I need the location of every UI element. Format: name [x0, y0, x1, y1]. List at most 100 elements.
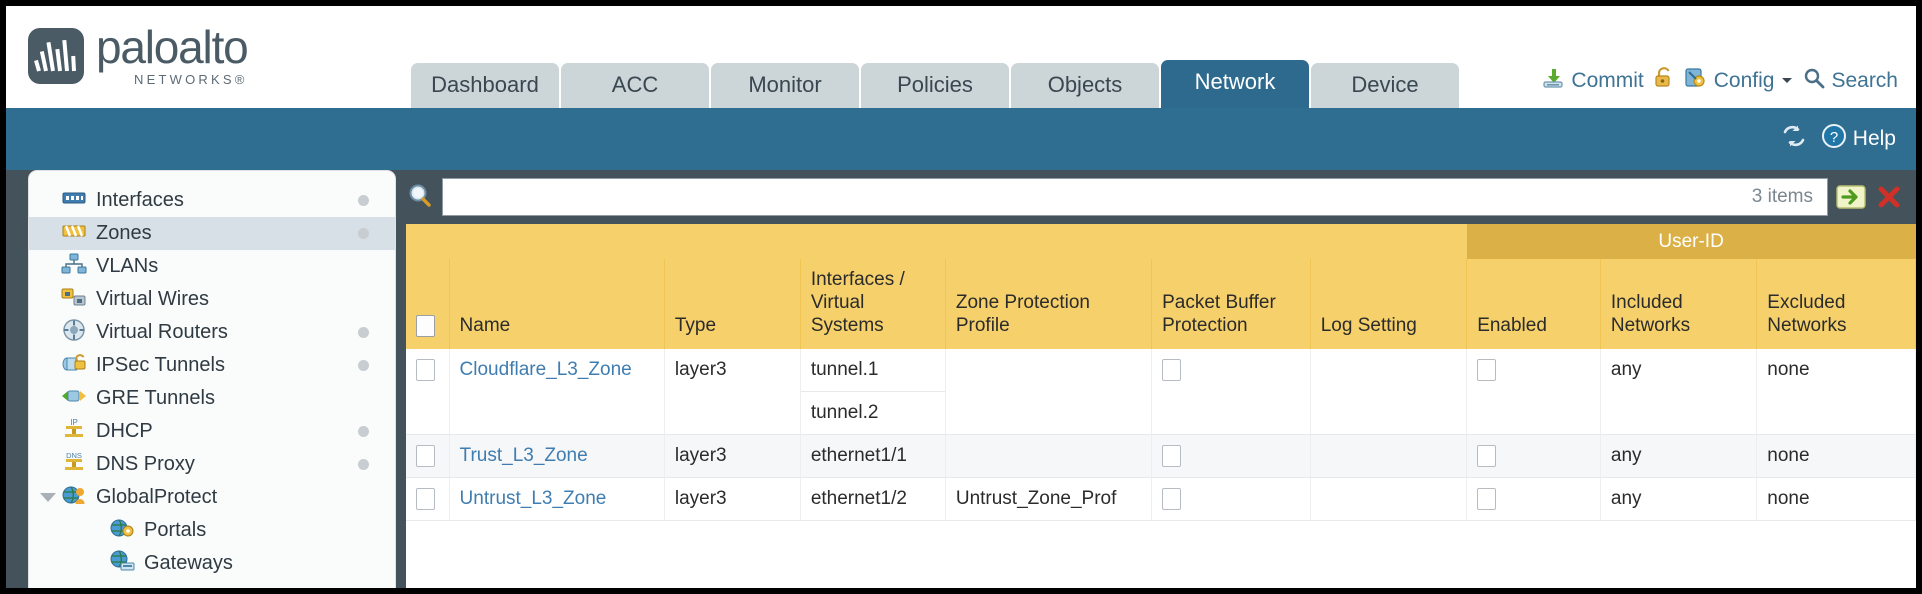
sidebar-item-zones[interactable]: Zones — [29, 217, 395, 250]
zone-name-link[interactable]: Cloudflare_L3_Zone — [459, 359, 632, 380]
row-select-checkbox[interactable] — [416, 487, 435, 510]
sidebar-item-portals[interactable]: Portals — [29, 514, 395, 547]
virtual-routers-icon — [61, 318, 87, 348]
sidebar-item-label: DNS Proxy — [96, 453, 195, 475]
user-id-enabled-checkbox[interactable] — [1477, 358, 1497, 381]
tab-objects[interactable]: Objects — [1011, 63, 1159, 108]
dhcp-icon: IP — [61, 417, 87, 447]
sidebar-item-gateways[interactable]: Gateways — [29, 547, 395, 580]
column-header-name[interactable]: Name — [449, 259, 665, 349]
help-button[interactable]: ? Help — [1821, 123, 1896, 155]
select-all-checkbox[interactable] — [416, 314, 435, 337]
search-button[interactable]: Search — [1803, 67, 1898, 95]
sidebar-item-status-dot — [358, 327, 369, 338]
sidebar-item-gre-tunnels[interactable]: GRE Tunnels — [29, 382, 395, 415]
column-header-type[interactable]: Type — [664, 259, 801, 349]
sidebar-item-label: VLANs — [96, 255, 159, 277]
zone-name-cell: Untrust_L3_Zone — [449, 477, 665, 521]
zone-protection-profile-cell — [945, 349, 1153, 435]
column-header-zone-protection-profile[interactable]: Zone Protection Profile — [945, 259, 1153, 349]
excluded-networks-cell: none — [1756, 477, 1916, 521]
packet-buffer-protection-cell — [1151, 434, 1311, 478]
user-id-enabled-checkbox[interactable] — [1477, 444, 1497, 467]
tab-policies[interactable]: Policies — [861, 63, 1009, 108]
expand-caret-icon[interactable] — [40, 493, 56, 502]
search-magnifier-icon — [1803, 67, 1825, 95]
sidebar-item-ipsec-tunnels[interactable]: IPSec Tunnels — [29, 349, 395, 382]
row-select-checkbox[interactable] — [416, 444, 435, 467]
clear-filter-button[interactable] — [1874, 182, 1904, 212]
user-id-enabled-cell — [1466, 477, 1601, 521]
sidebar-item-vlans[interactable]: VLANs — [29, 250, 395, 283]
column-header-enabled[interactable]: Enabled — [1466, 259, 1601, 349]
sidebar-item-globalprotect[interactable]: GlobalProtect — [29, 481, 395, 514]
log-setting-cell — [1310, 434, 1468, 478]
search-magnifier-icon[interactable] — [406, 182, 434, 213]
refresh-button[interactable] — [1781, 124, 1807, 154]
sidebar-item-status-dot — [358, 426, 369, 437]
lock-button[interactable] — [1653, 66, 1675, 96]
commit-download-icon — [1541, 66, 1565, 96]
column-header-included-networks[interactable]: Included Networks — [1600, 259, 1758, 349]
sidebar-item-label: Virtual Routers — [96, 321, 228, 343]
user-id-enabled-cell — [1466, 434, 1601, 478]
column-header-packet-buffer-protection[interactable]: Packet Buffer Protection — [1151, 259, 1311, 349]
zone-protection-profile-cell — [945, 434, 1153, 478]
zone-name-link[interactable]: Trust_L3_Zone — [459, 445, 588, 466]
sidebar-item-interfaces[interactable]: Interfaces — [29, 184, 395, 217]
gateways-icon — [109, 549, 135, 579]
excluded-networks-cell: none — [1756, 349, 1916, 435]
row-select-checkbox[interactable] — [416, 358, 435, 381]
row-select-cell — [406, 349, 450, 435]
sidebar-item-virtual-wires[interactable]: Virtual Wires — [29, 283, 395, 316]
row-select-cell — [406, 434, 450, 478]
select-all-header — [406, 259, 450, 349]
column-header-excluded-networks[interactable]: Excluded Networks — [1756, 259, 1916, 349]
tab-monitor[interactable]: Monitor — [711, 63, 859, 108]
group-header-row: User-ID — [406, 224, 1916, 259]
interface-entry: ethernet1/2 — [810, 488, 907, 509]
column-header-log-setting[interactable]: Log Setting — [1310, 259, 1468, 349]
packet-buffer-protection-checkbox[interactable] — [1162, 444, 1182, 467]
sidebar-item-label: Gateways — [144, 552, 233, 574]
tab-device[interactable]: Device — [1311, 63, 1459, 108]
included-networks-cell: any — [1600, 434, 1758, 478]
portals-icon — [109, 516, 135, 546]
config-wrench-icon — [1684, 66, 1708, 96]
packet-buffer-protection-checkbox[interactable] — [1162, 487, 1182, 510]
svg-text:IP: IP — [70, 418, 78, 427]
search-input[interactable] — [453, 186, 1752, 208]
sidebar-item-virtual-routers[interactable]: Virtual Routers — [29, 316, 395, 349]
search-field-wrap[interactable]: 3 items — [442, 178, 1828, 216]
tab-dashboard[interactable]: Dashboard — [411, 63, 559, 108]
zone-type-cell: layer3 — [664, 477, 801, 521]
config-menu-button[interactable]: Config — [1684, 66, 1795, 96]
tab-acc[interactable]: ACC — [561, 63, 709, 108]
log-setting-cell — [1310, 477, 1468, 521]
packet-buffer-protection-cell — [1151, 349, 1311, 435]
tab-network[interactable]: Network — [1161, 60, 1309, 108]
packet-buffer-protection-checkbox[interactable] — [1162, 358, 1182, 381]
commit-button[interactable]: Commit — [1541, 66, 1644, 96]
interfaces-cell: ethernet1/2 — [800, 477, 946, 521]
brand-logo: paloalto NETWORKS® — [28, 24, 249, 87]
sidebar-item-status-dot — [358, 195, 369, 206]
column-header-interfaces-virtual-systems[interactable]: Interfaces / Virtual Systems — [800, 259, 946, 349]
zone-name-link[interactable]: Untrust_L3_Zone — [459, 488, 607, 509]
user-id-enabled-checkbox[interactable] — [1477, 487, 1497, 510]
apply-filter-button[interactable] — [1836, 182, 1866, 212]
log-setting-cell — [1310, 349, 1468, 435]
